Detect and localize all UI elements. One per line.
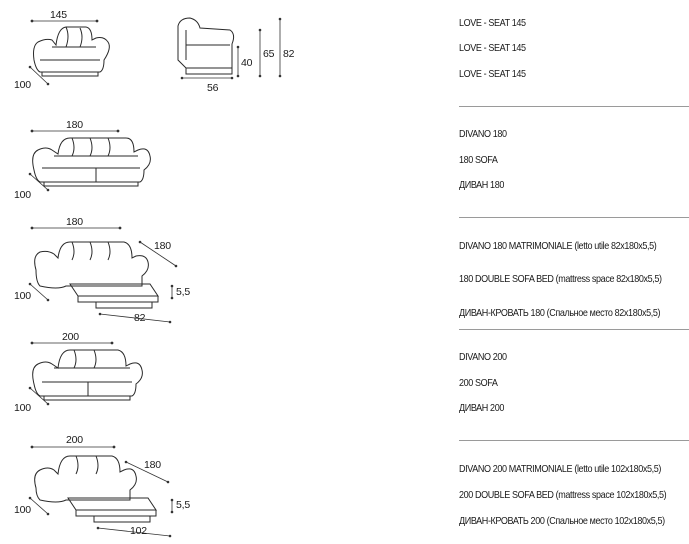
letto-200-line-3: ДИВАН-КРОВАТЬ 200 (Спальное место 102x18… bbox=[459, 515, 665, 527]
letto-180-bed-width-label: 82 bbox=[134, 312, 146, 324]
divider bbox=[459, 440, 689, 441]
letto-200-line-2: 200 DOUBLE SOFA BED (mattress space 102x… bbox=[459, 489, 667, 501]
letto-200-bed-width-label: 102 bbox=[130, 525, 147, 537]
love-seat-line-3: LOVE - SEAT 145 bbox=[459, 68, 526, 80]
divano-180-line-1: DIVANO 180 bbox=[459, 128, 507, 140]
love-seat-drawing bbox=[28, 17, 282, 538]
letto-200-width-label: 200 bbox=[66, 434, 83, 446]
letto-180-line-3: ДИВАН-КРОВАТЬ 180 (Спальное место 82x180… bbox=[459, 307, 661, 319]
divano-180-line-2: 180 SOFA bbox=[459, 154, 498, 166]
letto-200-line-1: DIVANO 200 MATRIMONIALE (letto utile 102… bbox=[459, 463, 662, 475]
letto-180-line-2: 180 DOUBLE SOFA BED (mattress space 82x1… bbox=[459, 273, 662, 285]
love-seat-width-label: 145 bbox=[50, 9, 67, 21]
divano-200-line-2: 200 SOFA bbox=[459, 377, 498, 389]
divano-200-line-3: ДИВАН 200 bbox=[459, 402, 504, 414]
letto-200-bed-length-label: 180 bbox=[144, 459, 161, 471]
letto-200-depth-label: 100 bbox=[14, 504, 31, 516]
love-seat-side-depth-label: 56 bbox=[207, 82, 219, 94]
love-seat-depth-label: 100 bbox=[14, 79, 31, 91]
divano-180-line-3: ДИВАН 180 bbox=[459, 179, 504, 191]
letto-200-thickness-label: 5,5 bbox=[176, 499, 190, 511]
divano-180-depth-label: 100 bbox=[14, 189, 31, 201]
letto-180-depth-label: 100 bbox=[14, 290, 31, 302]
love-seat-height-label: 82 bbox=[283, 48, 295, 60]
letto-180-thickness-label: 5,5 bbox=[176, 286, 190, 298]
divider bbox=[459, 329, 689, 330]
divano-200-width-label: 200 bbox=[62, 331, 79, 343]
letto-180-width-label: 180 bbox=[66, 216, 83, 228]
love-seat-arm-height-label: 65 bbox=[263, 48, 275, 60]
letto-180-bed-length-label: 180 bbox=[154, 240, 171, 252]
divano-200-line-1: DIVANO 200 bbox=[459, 351, 507, 363]
love-seat-line-2: LOVE - SEAT 145 bbox=[459, 42, 526, 54]
letto-180-line-1: DIVANO 180 MATRIMONIALE (letto utile 82x… bbox=[459, 240, 657, 252]
divider bbox=[459, 106, 689, 107]
drawings-column: 145 100 40 65 82 56 180 100 180 180 100 … bbox=[14, 9, 295, 538]
love-seat-seat-height-label: 40 bbox=[241, 57, 253, 69]
divano-180-width-label: 180 bbox=[66, 119, 83, 131]
divano-200-depth-label: 100 bbox=[14, 402, 31, 414]
love-seat-line-1: LOVE - SEAT 145 bbox=[459, 17, 526, 29]
divider bbox=[459, 217, 689, 218]
